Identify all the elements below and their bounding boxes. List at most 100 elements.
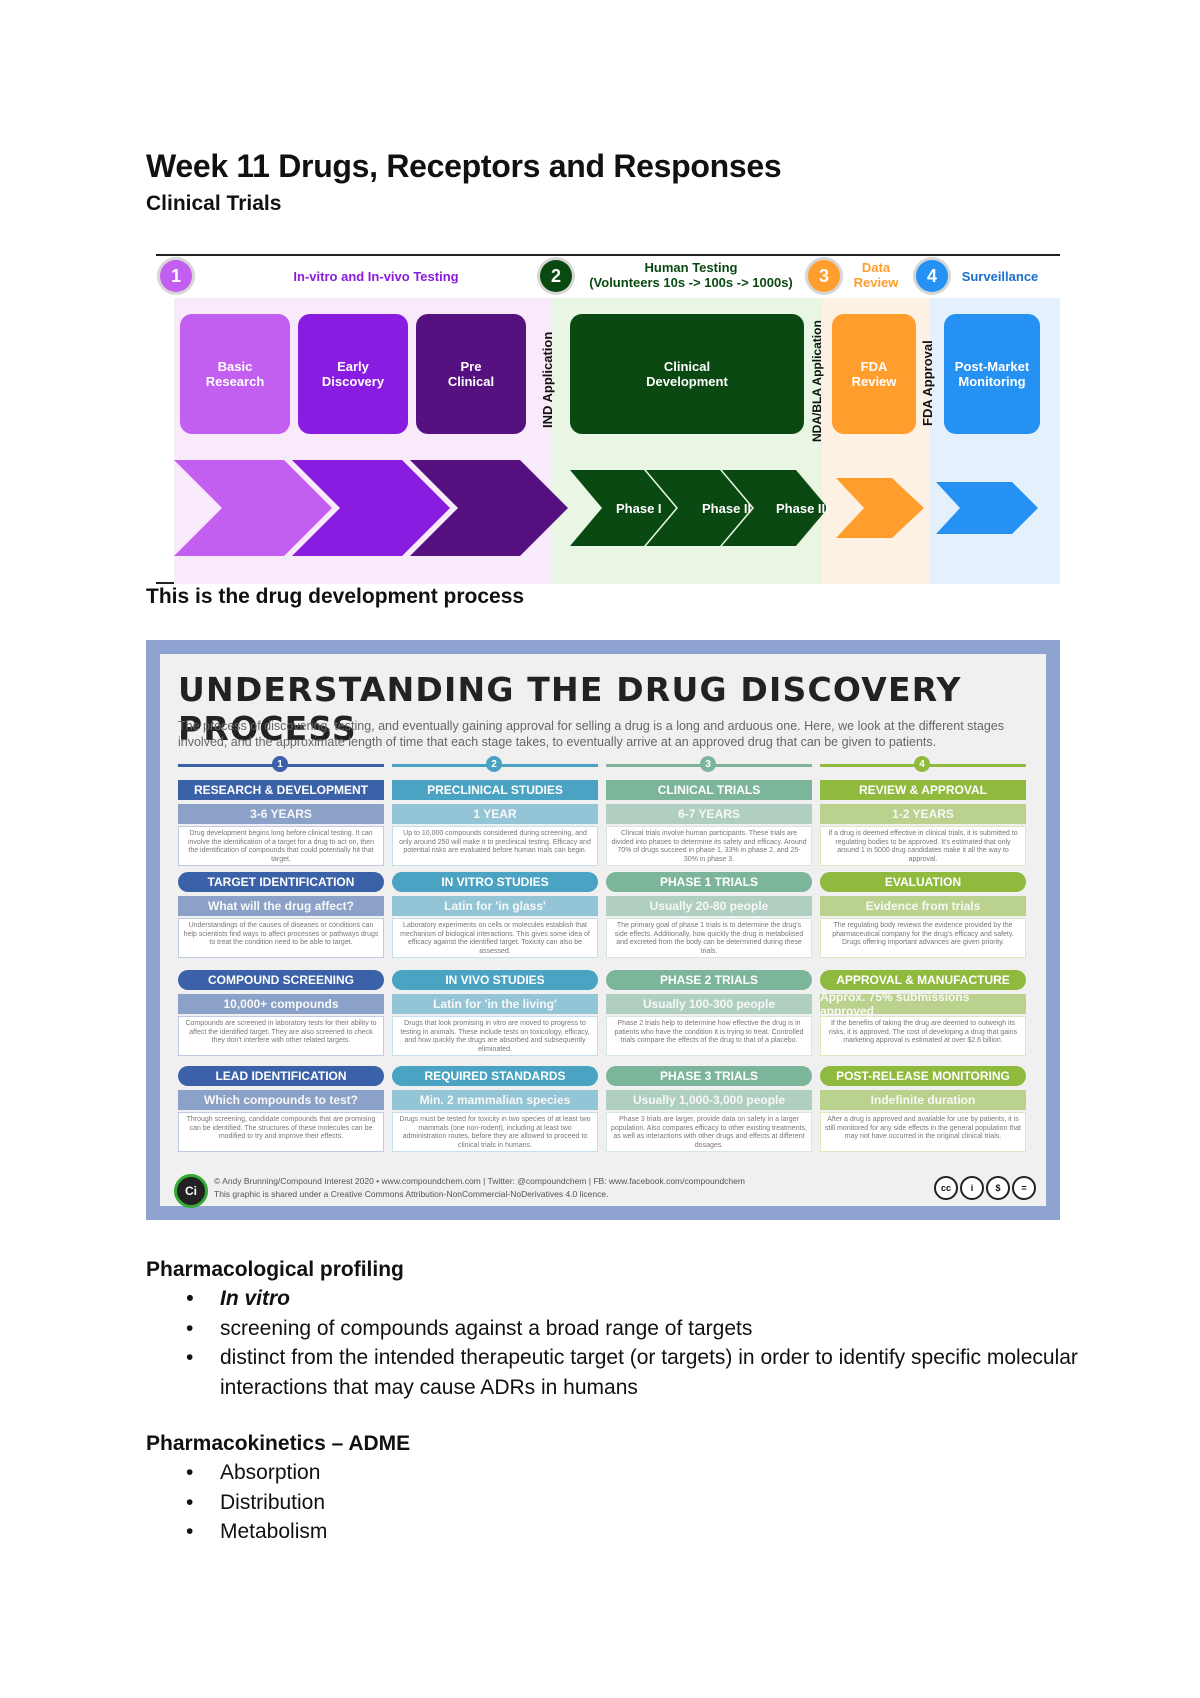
stage3-title: Data: [861, 260, 891, 275]
early-discovery-box: Early Discovery: [298, 314, 408, 434]
cc-license-icon: cc: [934, 1176, 958, 1200]
step-subtitle: 10,000+ compounds: [178, 994, 384, 1014]
step-description: After a drug is approved and available f…: [820, 1112, 1026, 1152]
list-item: screening of compounds against a broad r…: [186, 1314, 1080, 1344]
step-subtitle: Latin for 'in the living': [392, 994, 598, 1014]
figure-caption: This is the drug development process: [146, 585, 525, 608]
step-description: Phase 3 trials are larger, provide data …: [606, 1112, 812, 1152]
list-item: distinct from the intended therapeutic t…: [186, 1343, 1080, 1402]
stage4-label: Surveillance: [961, 269, 1039, 284]
step-header: APPROVAL & MANUFACTURE: [820, 970, 1026, 990]
adme-list: Absorption Distribution Metabolism: [186, 1458, 1080, 1547]
infographic-panel: UNDERSTANDING THE DRUG DISCOVERY PROCESS…: [160, 654, 1046, 1208]
column-description: Clinical trials involve human participan…: [606, 826, 812, 866]
step-subtitle: Min. 2 mammalian species: [392, 1090, 598, 1110]
column-header: RESEARCH & DEVELOPMENT: [178, 780, 384, 800]
step-header: PHASE 3 TRIALS: [606, 1066, 812, 1086]
stage3-label: Data Review: [846, 260, 906, 290]
step-description: Laboratory experiments on cells or molec…: [392, 918, 598, 958]
cc-license-icon: =: [1012, 1176, 1036, 1200]
step-header: PHASE 2 TRIALS: [606, 970, 812, 990]
post-market-monitoring-box: Post-Market Monitoring: [944, 314, 1040, 434]
infographic-credit: © Andy Brunning/Compound Interest 2020 •…: [214, 1176, 745, 1186]
column-number: 2: [486, 756, 502, 772]
column-number: 1: [272, 756, 288, 772]
step-subtitle: What will the drug affect?: [178, 896, 384, 916]
column-number: 3: [700, 756, 716, 772]
chevron-basic-research: [174, 460, 332, 556]
step-description: The primary goal of phase 1 trials is to…: [606, 918, 812, 958]
section-heading-profiling: Pharmacological profiling: [146, 1258, 404, 1281]
ind-application-label: IND Application: [540, 331, 555, 428]
step-subtitle: Which compounds to test?: [178, 1090, 384, 1110]
fda-review-box: FDA Review: [832, 314, 916, 434]
stage2-subtitle: (Volunteers 10s -> 100s -> 1000s): [589, 275, 793, 290]
step-description: Drugs must be tested for toxicity in two…: [392, 1112, 598, 1152]
step-header: PHASE 1 TRIALS: [606, 872, 812, 892]
column-description: Up to 10,000 compounds considered during…: [392, 826, 598, 866]
stage2-number: 2: [540, 260, 572, 292]
chevron-post-market: [936, 482, 1038, 534]
stage2-label: Human Testing (Volunteers 10s -> 100s ->…: [576, 260, 806, 290]
step-header: LEAD IDENTIFICATION: [178, 1066, 384, 1086]
phase-3-label: Phase III: [776, 501, 829, 516]
list-item: Distribution: [186, 1488, 1080, 1518]
cc-license-icon: $: [986, 1176, 1010, 1200]
step-subtitle: Indefinite duration: [820, 1090, 1026, 1110]
phase-1-label: Phase I: [616, 501, 662, 516]
page-subtitle: Clinical Trials: [146, 192, 282, 215]
stage3-subtitle: Review: [853, 275, 899, 290]
step-subtitle: Usually 20-80 people: [606, 896, 812, 916]
pipeline-chevrons: [174, 460, 1038, 556]
step-subtitle: Usually 1,000-3,000 people: [606, 1090, 812, 1110]
column-duration: 1-2 YEARS: [820, 804, 1026, 824]
step-header: IN VITRO STUDIES: [392, 872, 598, 892]
infographic-footer: Ci © Andy Brunning/Compound Interest 202…: [174, 1172, 1044, 1208]
profiling-list: In vitro screening of compounds against …: [186, 1284, 1080, 1402]
infographic-intro: The process of discovering, testing, and…: [178, 719, 1004, 749]
step-header: TARGET IDENTIFICATION: [178, 872, 384, 892]
infographic-title: UNDERSTANDING THE DRUG DISCOVERY PROCESS: [178, 670, 962, 748]
drug-discovery-infographic: UNDERSTANDING THE DRUG DISCOVERY PROCESS…: [146, 640, 1060, 1220]
nda-bla-application-label: NDA/BLA Application: [810, 320, 824, 442]
stage3-number: 3: [808, 260, 840, 292]
pre-clinical-box: Pre Clinical: [416, 314, 526, 434]
clinical-development-box: Clinical Development: [570, 314, 804, 434]
column-header: REVIEW & APPROVAL: [820, 780, 1026, 800]
step-subtitle: Evidence from trials: [820, 896, 1026, 916]
step-header: COMPOUND SCREENING: [178, 970, 384, 990]
cc-license-icon: i: [960, 1176, 984, 1200]
column-header: PRECLINICAL STUDIES: [392, 780, 598, 800]
chevron-early-discovery: [292, 460, 450, 556]
figure-top-rule: [156, 254, 1060, 256]
column-header: CLINICAL TRIALS: [606, 780, 812, 800]
step-description: Through screening, candidate compounds t…: [178, 1112, 384, 1152]
step-subtitle: Approx. 75% submissions approved: [820, 990, 1026, 1018]
chevron-fda-review: [836, 478, 924, 538]
column-description: If a drug is deemed effective in clinica…: [820, 826, 1026, 866]
step-description: If the benefits of taking the drug are d…: [820, 1016, 1026, 1056]
column-description: Drug development begins long before clin…: [178, 826, 384, 866]
chevron-phase-2: [646, 470, 752, 546]
stage4-number: 4: [916, 260, 948, 292]
chevron-phase-3: [722, 470, 828, 546]
basic-research-box: Basic Research: [180, 314, 290, 434]
column-duration: 1 YEAR: [392, 804, 598, 824]
stage1-label: In-vitro and In-vivo Testing: [293, 269, 459, 284]
chevron-pre-clinical: [410, 460, 568, 556]
column-number: 4: [914, 756, 930, 772]
step-subtitle: Usually 100-300 people: [606, 994, 812, 1014]
step-description: Phase 2 trials help to determine how eff…: [606, 1016, 812, 1056]
step-description: Understandings of the causes of diseases…: [178, 918, 384, 958]
compound-interest-logo: Ci: [174, 1174, 208, 1208]
list-item: Absorption: [186, 1458, 1080, 1488]
step-header: POST-RELEASE MONITORING: [820, 1066, 1026, 1086]
page-title: Week 11 Drugs, Receptors and Responses: [146, 148, 782, 184]
section-heading-pharmacokinetics: Pharmacokinetics – ADME: [146, 1432, 411, 1455]
infographic-licence: This graphic is shared under a Creative …: [214, 1189, 609, 1199]
stage1-number: 1: [160, 260, 192, 292]
list-item: In vitro: [186, 1284, 1080, 1314]
fda-approval-label: FDA Approval: [920, 340, 935, 426]
column-duration: 6-7 YEARS: [606, 804, 812, 824]
